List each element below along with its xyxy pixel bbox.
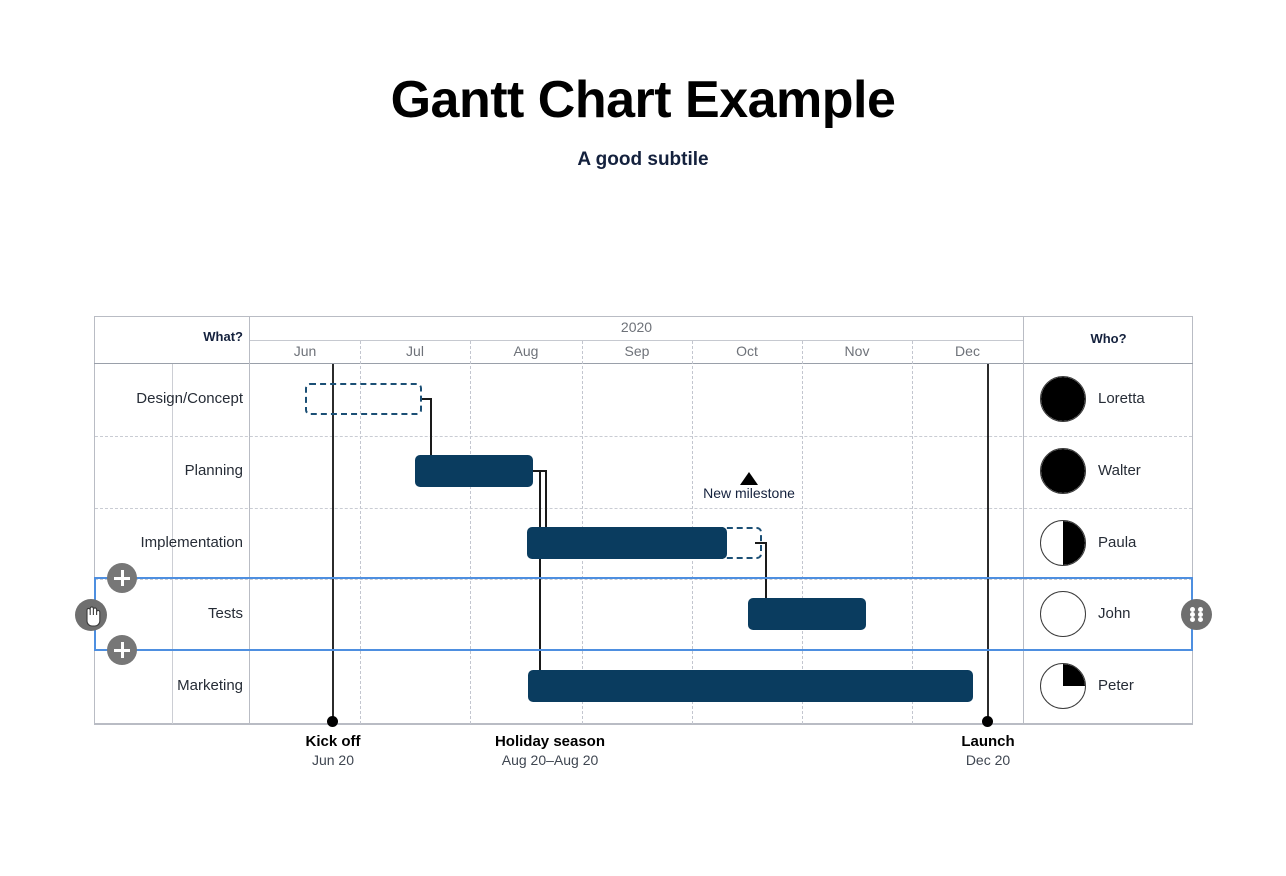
row-divider-3 (95, 579, 1192, 580)
gridline-dec (912, 341, 913, 724)
year-label: 2020 (620, 319, 653, 335)
owner-name-paula: Paula (1098, 534, 1137, 551)
column-header-who: Who? (1090, 331, 1127, 346)
add-row-above-button[interactable] (107, 563, 137, 593)
owner-name-john: John (1098, 605, 1131, 622)
progress-pie-icon (1063, 521, 1085, 565)
kickoff-marker-dot[interactable] (327, 716, 338, 727)
task-bar-implementation[interactable] (527, 527, 727, 559)
launch-marker-dot[interactable] (982, 716, 993, 727)
timeline-axis (94, 724, 1193, 725)
task-bar-planning[interactable] (415, 455, 533, 487)
what-column-border (249, 316, 250, 724)
month-label-aug: Aug (513, 343, 539, 359)
column-header-what: What? (203, 329, 243, 344)
avatar-paula[interactable] (1040, 520, 1086, 566)
progress-pie-icon (1041, 449, 1085, 493)
header-bottom-border (94, 363, 1193, 364)
avatar-walter[interactable] (1040, 448, 1086, 494)
gridline-aug (470, 341, 471, 724)
task-bar-marketing[interactable] (528, 670, 973, 702)
task-bar-tests[interactable] (748, 598, 866, 630)
owner-name-loretta: Loretta (1098, 390, 1145, 407)
gridline-jul (360, 341, 361, 724)
connector-design-to-planning-v (430, 398, 432, 455)
avatar-loretta[interactable] (1040, 376, 1086, 422)
month-label-dec: Dec (955, 343, 980, 359)
hand-cursor-icon (86, 606, 101, 627)
add-row-below-button[interactable] (107, 635, 137, 665)
owner-name-peter: Peter (1098, 677, 1134, 694)
holiday-marker-date: Aug 20–Aug 20 (501, 752, 599, 768)
row-resize-grip[interactable] (1181, 599, 1212, 630)
row-divider-1 (95, 436, 1192, 437)
month-label-sep: Sep (624, 343, 650, 359)
page-subtitle: A good subtile (577, 149, 709, 170)
kickoff-marker-date: Jun 20 (311, 752, 355, 768)
launch-marker-line (987, 364, 989, 721)
page-title: Gantt Chart Example (390, 71, 896, 129)
launch-marker-title: Launch (961, 733, 1015, 750)
selected-row-outline[interactable] (94, 577, 1193, 651)
kickoff-marker-line (332, 364, 334, 721)
task-label-planning[interactable]: Planning (184, 462, 243, 479)
connector-planning-to-impl-v (545, 470, 547, 527)
progress-pie-icon (1041, 377, 1085, 421)
launch-marker-date: Dec 20 (965, 752, 1011, 768)
month-label-jul: Jul (406, 343, 424, 359)
milestone-label: New milestone (703, 485, 795, 501)
header-month-divider (250, 340, 1023, 341)
what-inner-divider (172, 364, 173, 724)
row-drag-handle[interactable] (75, 599, 107, 631)
connector-planning-to-marketing-v (539, 470, 541, 670)
connector-impl-to-tests-v (765, 542, 767, 599)
connector-impl-to-tests-h (755, 542, 767, 544)
avatar-peter[interactable] (1040, 663, 1086, 709)
owner-name-walter: Walter (1098, 462, 1141, 479)
month-label-oct: Oct (736, 343, 758, 359)
holiday-marker-title: Holiday season (494, 733, 606, 750)
row-divider-2 (95, 508, 1192, 509)
month-label-nov: Nov (844, 343, 870, 359)
milestone-triangle-icon[interactable] (740, 472, 758, 485)
gantt-table-frame (94, 316, 1193, 724)
progress-pie-icon (1063, 664, 1085, 686)
gridline-nov (802, 341, 803, 724)
task-bar-design-concept[interactable] (305, 383, 422, 415)
who-column-border (1023, 316, 1024, 724)
kickoff-marker-title: Kick off (305, 733, 361, 750)
task-label-design-concept[interactable]: Design/Concept (136, 390, 243, 407)
task-label-implementation[interactable]: Implementation (140, 534, 243, 551)
task-label-tests[interactable]: Tests (207, 605, 243, 622)
connector-design-to-planning-h (422, 398, 432, 400)
task-label-marketing[interactable]: Marketing (177, 677, 243, 694)
avatar-john[interactable] (1040, 591, 1086, 637)
month-label-jun: Jun (293, 343, 317, 359)
